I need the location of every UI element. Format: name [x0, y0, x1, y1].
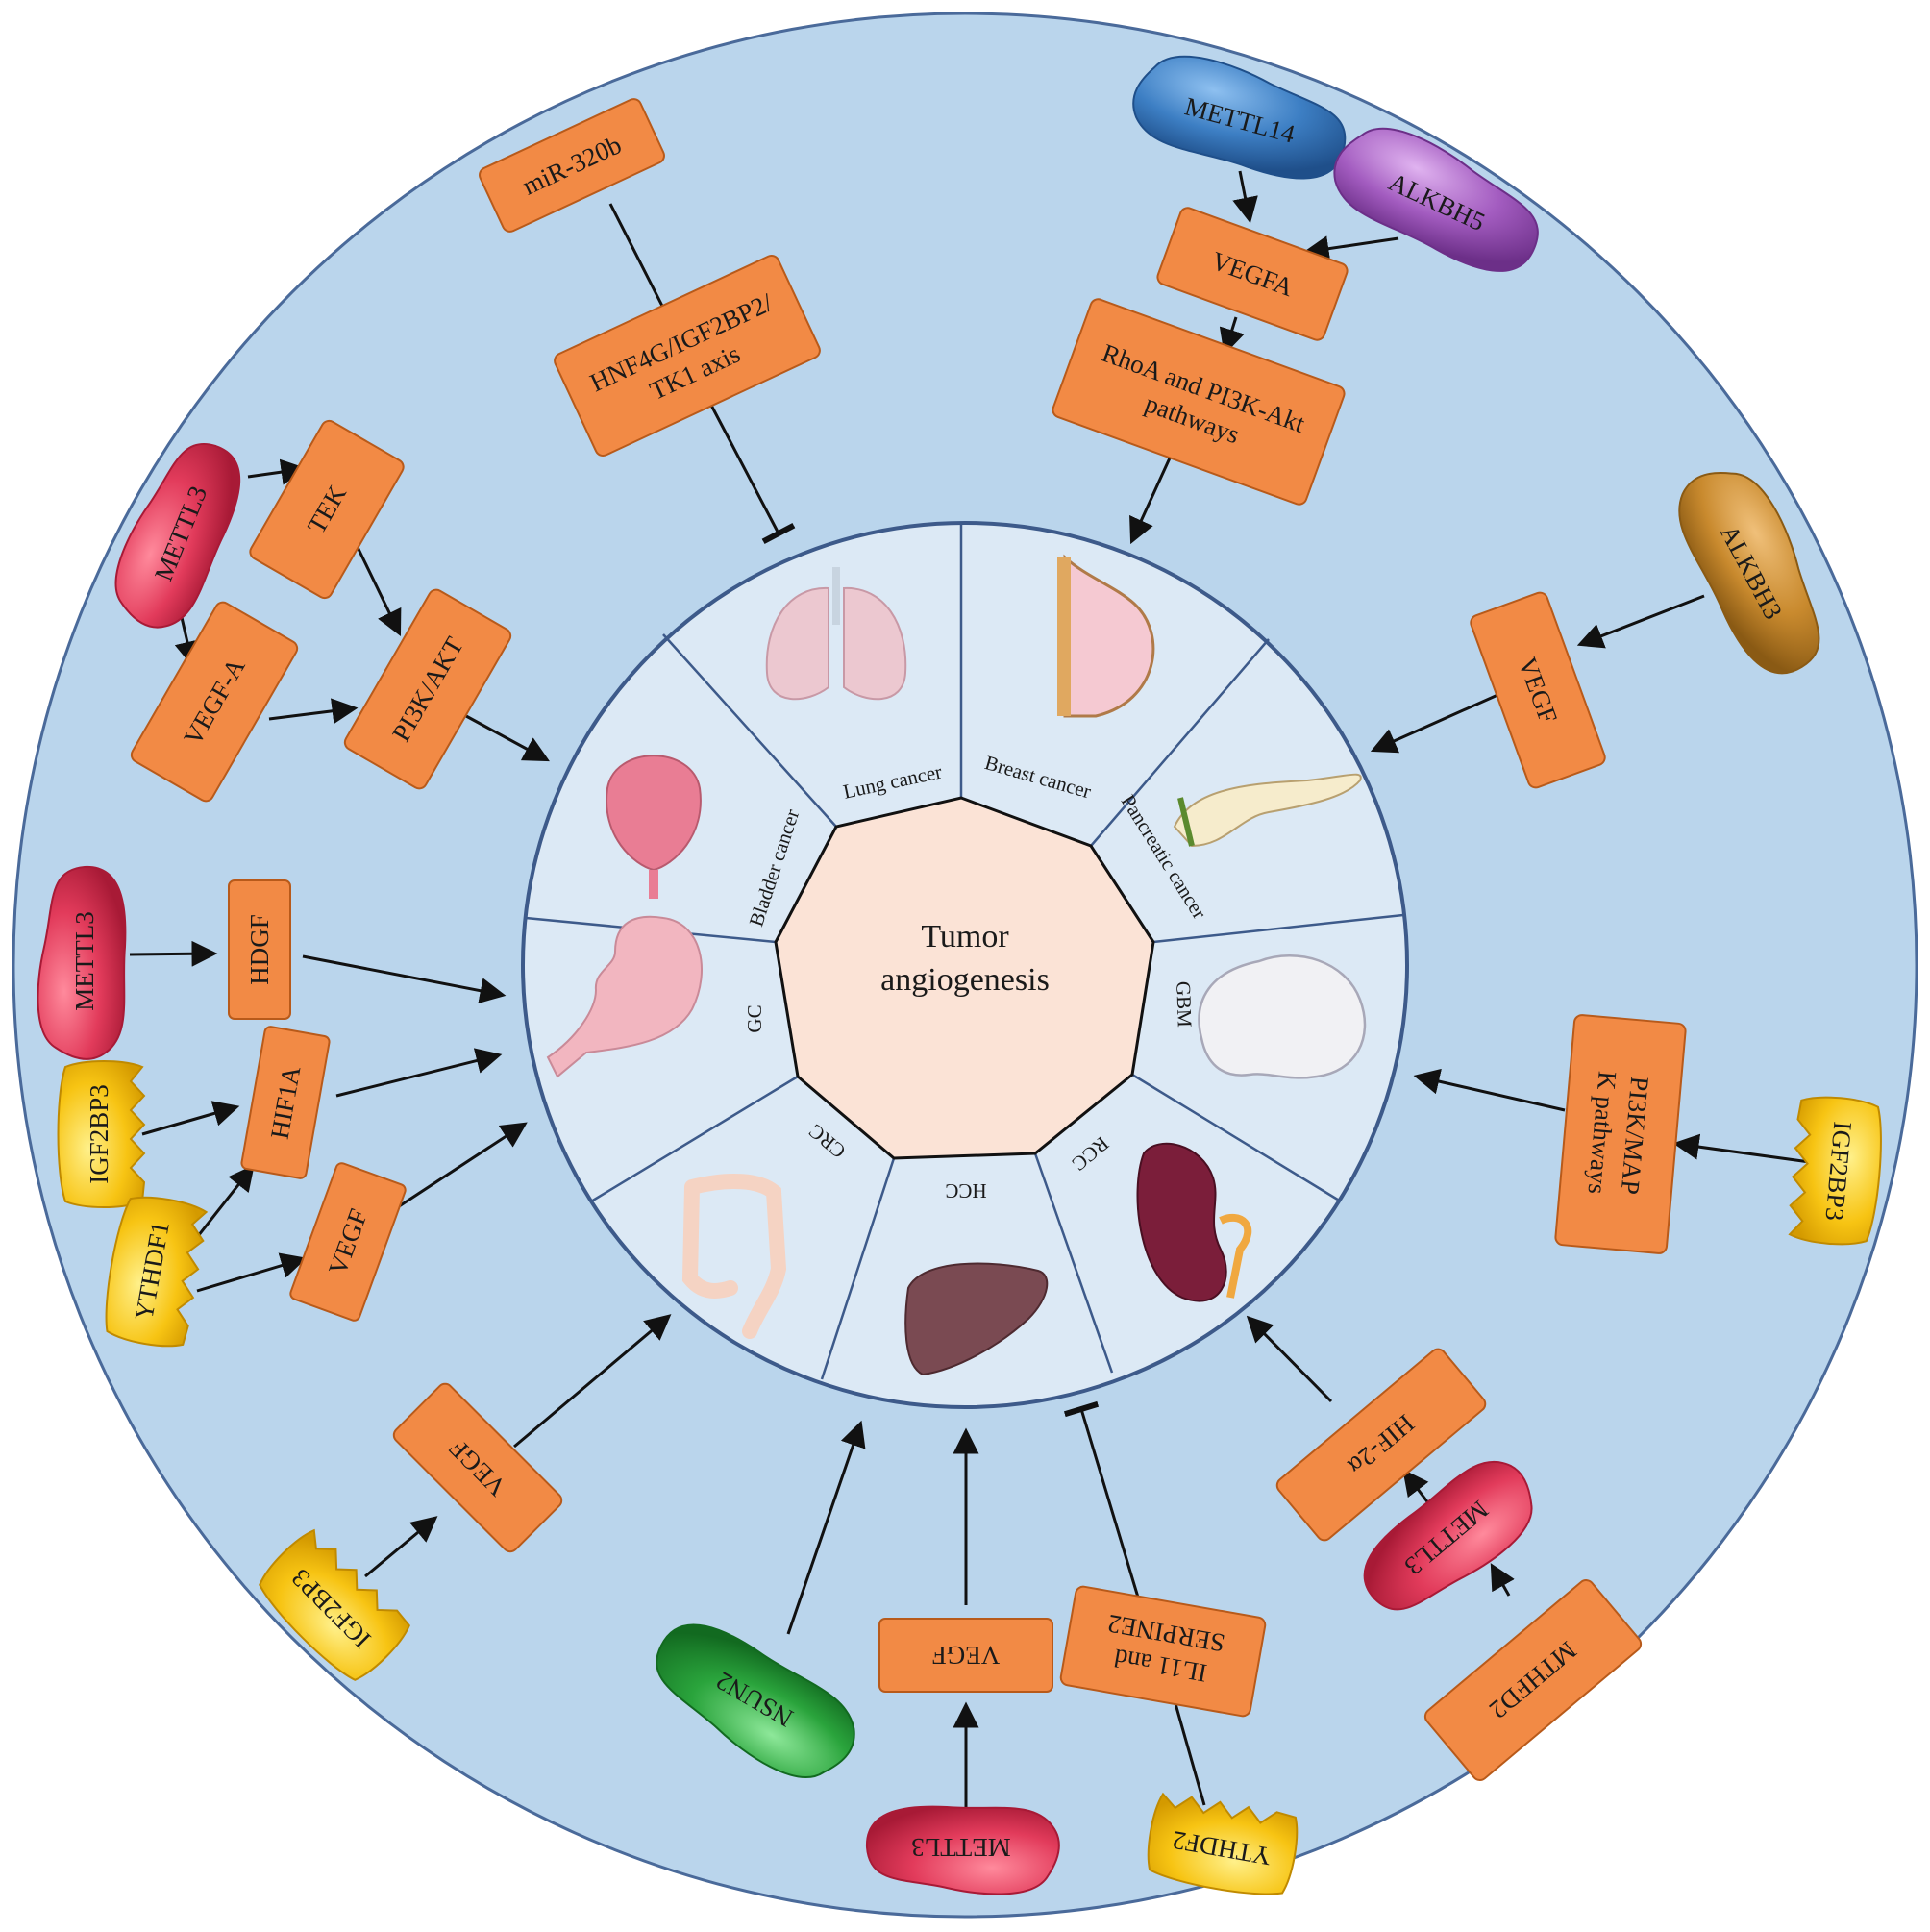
box-vegf-pancreatic: VEGF [1470, 591, 1606, 789]
regulator-alkbh5: ALKBH5 [1333, 127, 1539, 272]
center-nonagon [774, 796, 1155, 1160]
box-il11-serpine2: IL11 and SERPINE2 [1059, 1585, 1267, 1718]
regulator-mettl3-bladder: METTL3 [114, 443, 241, 629]
pancreas-icon [1173, 773, 1362, 848]
organ-label-gc: GC [743, 1004, 766, 1032]
box-vegf-a: VEGF-A [130, 601, 299, 803]
regulator-igf2bp3-gc: IGF2BP3 [57, 1060, 146, 1208]
regulator-igf2bp3-gbm: IGF2BP3 [1788, 1096, 1882, 1246]
regulator-mettl3-gc: METTL3 [37, 865, 127, 1060]
box-pi3k-mapk: PI3K/MAP K pathways [1554, 1014, 1687, 1254]
box-vegf-gc: VEGF [289, 1162, 407, 1322]
organ-label-gbm: GBM [1172, 980, 1197, 1028]
box-pi3k-akt: PI3K/AKT [343, 588, 512, 790]
box-tek: TEK [249, 419, 405, 600]
center-title-line2: angiogenesis [880, 962, 1050, 998]
breast-icon [1057, 554, 1155, 718]
brain-icon [1198, 954, 1367, 1079]
regulator-ythdf1: YTHDF1 [105, 1196, 209, 1348]
regulator-mettl3-gc-label: METTL3 [70, 911, 99, 1010]
box-hif1a: HIF1A [240, 1026, 331, 1179]
regulator-mettl3-hcc: METTL3 [865, 1805, 1060, 1895]
box-mthfd2: MTHFD2 [1423, 1579, 1643, 1781]
center-title-line1: Tumor [921, 919, 1009, 954]
kidney-icon [1136, 1142, 1252, 1302]
colon-icon [681, 1173, 787, 1339]
lung-icon [765, 567, 907, 701]
box-hdgf-label: HDGF [245, 914, 274, 985]
regulator-mettl3-hcc-label: METTL3 [911, 1833, 1010, 1862]
box-hif2a: HIF-2α [1275, 1348, 1487, 1542]
regulator-mettl14: METTL14 [1132, 55, 1347, 180]
regulator-igf2bp3-gc-label: IGF2BP3 [85, 1084, 113, 1184]
liver-icon [904, 1262, 1049, 1376]
stomach-icon [546, 915, 703, 1078]
bladder-icon [606, 755, 702, 899]
box-vegf-crc: VEGF [392, 1382, 563, 1553]
box-vegf-hcc: VEGF [878, 1618, 1053, 1693]
box-vegf-hcc-label: VEGF [932, 1641, 1001, 1670]
regulator-alkbh3: ALKBH3 [1678, 471, 1820, 675]
box-rhoa-pathways: RhoA and PI3K-Akt pathways [1052, 298, 1346, 506]
edges [129, 170, 1818, 1815]
box-vegfa-breast: VEGFA [1156, 207, 1349, 341]
regulator-ythdf2: YTHDF2 [1147, 1792, 1299, 1895]
box-hdgf: HDGF [228, 879, 291, 1020]
organ-label-hcc: HCC [945, 1179, 986, 1202]
regulator-nsun2: NSUN2 [656, 1623, 855, 1778]
